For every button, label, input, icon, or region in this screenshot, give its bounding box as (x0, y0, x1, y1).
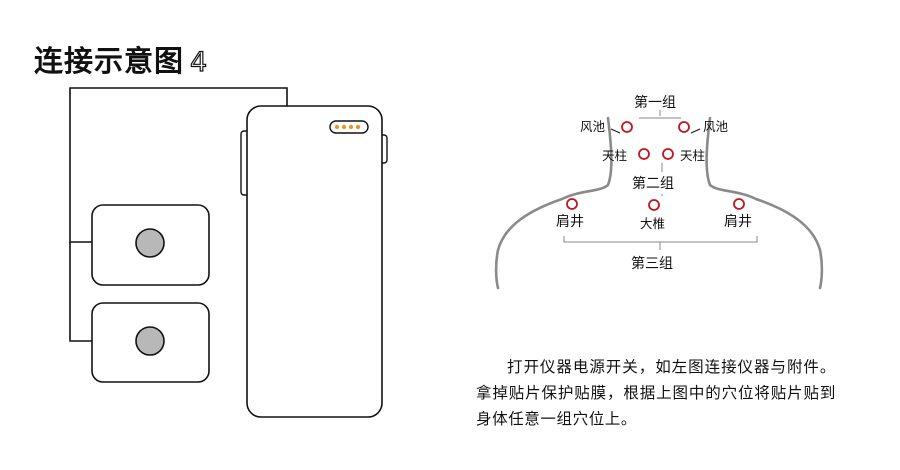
electrode-pad-top (91, 204, 210, 286)
body-outline (494, 116, 824, 290)
group-3-label: 第三组 (631, 255, 673, 272)
group-1-label: 第一组 (634, 94, 676, 111)
fengchi-left-label: 风池 (580, 119, 606, 134)
jianjing-left-label: 肩井 (556, 214, 584, 230)
device-body (246, 105, 383, 418)
acupoint-fengchi-right (678, 121, 690, 133)
acupoint-tianzhu-left (638, 148, 650, 160)
port-dots-icon (334, 124, 361, 130)
electrode-pad-bottom (91, 302, 210, 383)
jianjing-right-label: 肩井 (724, 214, 752, 230)
tianzhu-left-label: 天柱 (602, 148, 627, 163)
therapy-device (240, 105, 388, 418)
acupoint-leaders (610, 128, 701, 134)
instruction-text: 打开仪器电源开关，如左图连接仪器与附件。拿掉贴片保护贴膜，根据上图中的穴位将贴片… (476, 358, 836, 428)
acupoint-fengchi-left (621, 121, 633, 133)
tianzhu-right-label: 天柱 (680, 148, 705, 163)
acupoint-dazhui (648, 199, 660, 211)
dazhui-label: 大椎 (640, 216, 665, 231)
acupoint-jianjing-left (566, 198, 578, 210)
acupoint-jianjing-right (733, 198, 745, 210)
electrode-contact-icon (135, 326, 165, 356)
title-number: 4 (189, 46, 209, 78)
acupoint-markers (566, 121, 745, 211)
group-2-label: 第二组 (632, 175, 674, 192)
title-text: 连接示意图 (34, 44, 185, 78)
fengchi-right-label: 风池 (703, 119, 729, 134)
acupoint-labels: 第一组 风池 风池 天柱 天柱 第二组 肩井 大椎 肩井 第三组 (556, 94, 752, 272)
electrode-contact-icon (135, 228, 165, 258)
acupoint-tianzhu-right (662, 148, 674, 160)
